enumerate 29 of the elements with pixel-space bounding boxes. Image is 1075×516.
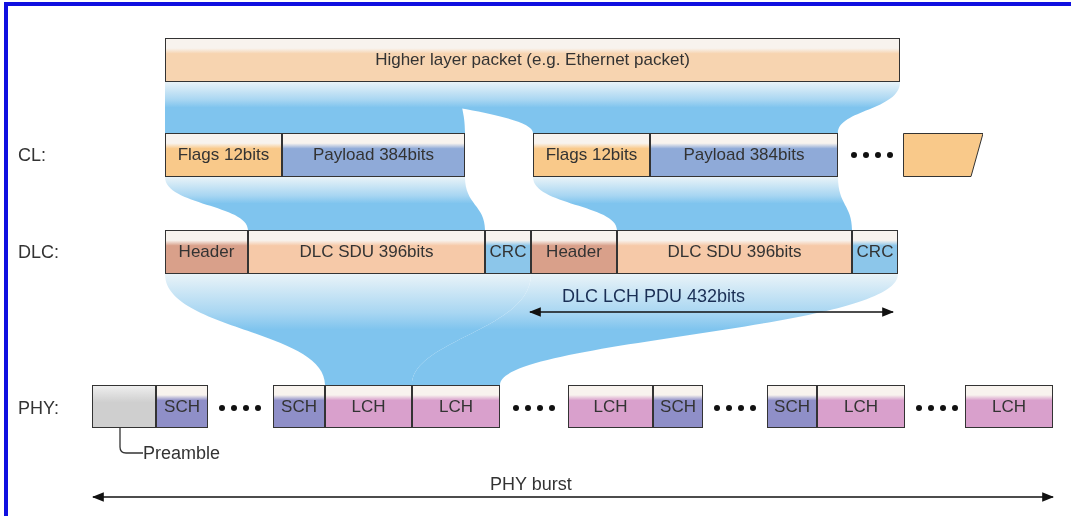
row-label: DLC: <box>18 242 59 263</box>
preamble-label: Preamble <box>143 441 238 465</box>
row-label: PHY: <box>18 398 60 419</box>
dimension-label: PHY burst <box>490 474 572 495</box>
preamble-box <box>92 385 156 428</box>
field-box: Flags 12bits <box>165 133 282 177</box>
channel-box: LCH <box>412 385 500 428</box>
field-box: Header <box>531 230 617 274</box>
channel-box: SCH <box>767 385 817 428</box>
field-box: Header <box>165 230 248 274</box>
field-box: Flags 12bits <box>533 133 650 177</box>
field-box: CRC <box>485 230 531 274</box>
channel-box: LCH <box>965 385 1053 428</box>
channel-box: LCH <box>817 385 905 428</box>
channel-box: SCH <box>653 385 703 428</box>
channel-box: SCH <box>273 385 325 428</box>
channel-box: SCH <box>156 385 208 428</box>
field-box: CRC <box>852 230 898 274</box>
channel-box: LCH <box>568 385 653 428</box>
partial-box <box>903 133 983 177</box>
dimension-label: DLC LCH PDU 432bits <box>562 286 746 307</box>
field-box: Payload 384bits <box>282 133 465 177</box>
packet-box: Higher layer packet (e.g. Ethernet packet) <box>165 38 900 82</box>
row-label: CL: <box>18 145 46 166</box>
field-box: DLC SDU 396bits <box>617 230 852 274</box>
field-box: DLC SDU 396bits <box>248 230 485 274</box>
leader-line <box>119 427 144 454</box>
field-box: Payload 384bits <box>650 133 838 177</box>
channel-box: LCH <box>325 385 412 428</box>
